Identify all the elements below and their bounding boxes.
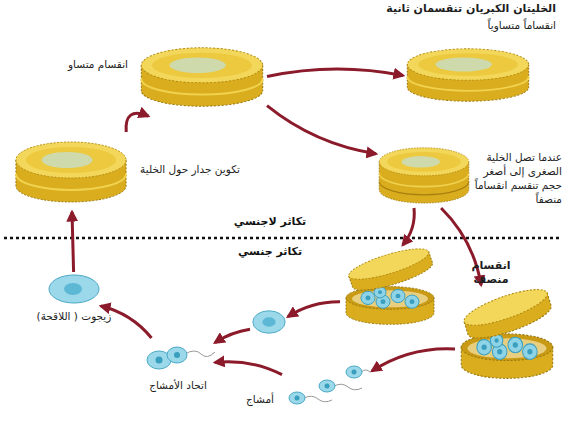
cycle-arrow: [267, 69, 403, 77]
shape-part: [304, 396, 332, 402]
shape-part: [461, 282, 554, 345]
stage-label: زيجوت ( اللاقحة): [22, 309, 126, 323]
shape-part: [379, 182, 469, 195]
shape-part: [396, 294, 401, 299]
cell-illustration: [403, 40, 533, 110]
cell-illustration: [12, 132, 130, 212]
shape-part: [26, 147, 116, 173]
shape-part: [49, 275, 99, 303]
cell-illustration: [455, 285, 559, 385]
shape-part: [407, 49, 528, 81]
diatom-stage: انقسام منصف: [455, 285, 559, 385]
cycle-arrow: [215, 362, 282, 375]
shape-part: [289, 392, 305, 404]
cell-illustration: [376, 142, 472, 208]
shape-part: [295, 396, 300, 401]
shape-part: [16, 142, 126, 178]
stage-label: أمشاج: [238, 392, 282, 406]
shape-part: [325, 384, 330, 389]
shape-part: [461, 282, 551, 332]
diatom-stage: [137, 38, 267, 116]
cycle-arrow: [441, 208, 481, 285]
shape-part: [185, 351, 215, 357]
shape-part: [405, 295, 419, 308]
shape-part: [391, 289, 405, 302]
shape-part: [253, 311, 285, 333]
cycle-arrow: [72, 212, 74, 272]
shape-part: [436, 58, 492, 72]
diatom-stage: أمشاج: [282, 358, 372, 408]
shape-part: [378, 290, 382, 294]
shape-part: [523, 344, 538, 360]
cell-illustration: [250, 308, 288, 336]
shape-part: [64, 283, 82, 295]
shape-part: [352, 290, 428, 307]
shape-part: [346, 287, 434, 310]
diatom-stage: اتحاد الأمشاج: [145, 338, 215, 374]
shape-part: [410, 299, 415, 304]
cell-illustration: [282, 358, 372, 408]
shape-part: [366, 296, 371, 301]
stage-label: انقساماً متساوياً: [363, 18, 556, 32]
shape-part: [387, 152, 461, 172]
shape-part: [167, 347, 187, 363]
stage-label: عندما تصل الخلية الصغرى إلى أصغر حجم تنق…: [468, 150, 562, 206]
shape-part: [418, 53, 518, 76]
shape-part: [361, 291, 375, 304]
stage-label: تكوين جدار حول الخلية: [138, 162, 242, 176]
stage-heading: الخليتان الكبريان تنقسمان ثانية: [363, 2, 556, 16]
stage-label: اتحاد الأمشاج: [133, 378, 223, 392]
shape-part: [379, 148, 469, 176]
diatom-stage: تكوين جدار حول الخلية: [12, 132, 130, 212]
shape-part: [262, 317, 275, 326]
shape-part: [141, 48, 262, 83]
shape-part: [495, 338, 499, 342]
cycle-arrow: [126, 113, 148, 132]
shape-part: [334, 384, 362, 390]
shape-part: [527, 349, 532, 355]
cycle-arrow: [267, 106, 376, 154]
cycle-arrow: [215, 329, 250, 342]
shape-part: [477, 339, 492, 355]
cycle-arrow: [372, 349, 455, 371]
cycle-arrow: [288, 302, 340, 317]
shape-part: [381, 299, 386, 304]
shape-part: [170, 58, 226, 74]
shape-part: [482, 344, 487, 350]
section-label: تكاثر جنسي: [200, 245, 340, 258]
shape-part: [42, 152, 93, 168]
shape-part: [461, 334, 553, 361]
shape-part: [402, 156, 440, 168]
cell-illustration: [137, 38, 267, 116]
diatom-stage: عندما تصل الخلية الصغرى إلى أصغر حجم تنق…: [376, 142, 472, 208]
shape-part: [497, 349, 502, 355]
cycle-arrow: [101, 306, 152, 338]
diatom-stage: [250, 308, 288, 336]
shape-part: [513, 342, 518, 348]
shape-part: [152, 53, 252, 78]
shape-part: [508, 337, 523, 353]
shape-part: [346, 243, 436, 296]
section-label: تكاثر لاجنسي: [200, 215, 340, 228]
diatom-stage: الخليتان الكبريان تنقسمان ثانيةانقساماً …: [403, 40, 533, 110]
shape-part: [352, 370, 357, 375]
cell-illustration: [145, 338, 215, 374]
shape-part: [156, 357, 163, 364]
shape-part: [319, 380, 335, 392]
cell-illustration: [46, 272, 102, 306]
diatom-stage: زيجوت ( اللاقحة): [46, 272, 102, 306]
diatom-stage: [340, 245, 440, 330]
shape-part: [174, 352, 180, 358]
stage-heading: انقسام منصف: [455, 259, 527, 287]
arrow-label: انقسام متساو: [56, 58, 140, 70]
dotted-line: [4, 237, 560, 240]
cell-illustration: [340, 245, 440, 330]
cycle-arrow: [403, 208, 414, 245]
shape-part: [346, 366, 362, 378]
shape-part: [346, 243, 432, 285]
